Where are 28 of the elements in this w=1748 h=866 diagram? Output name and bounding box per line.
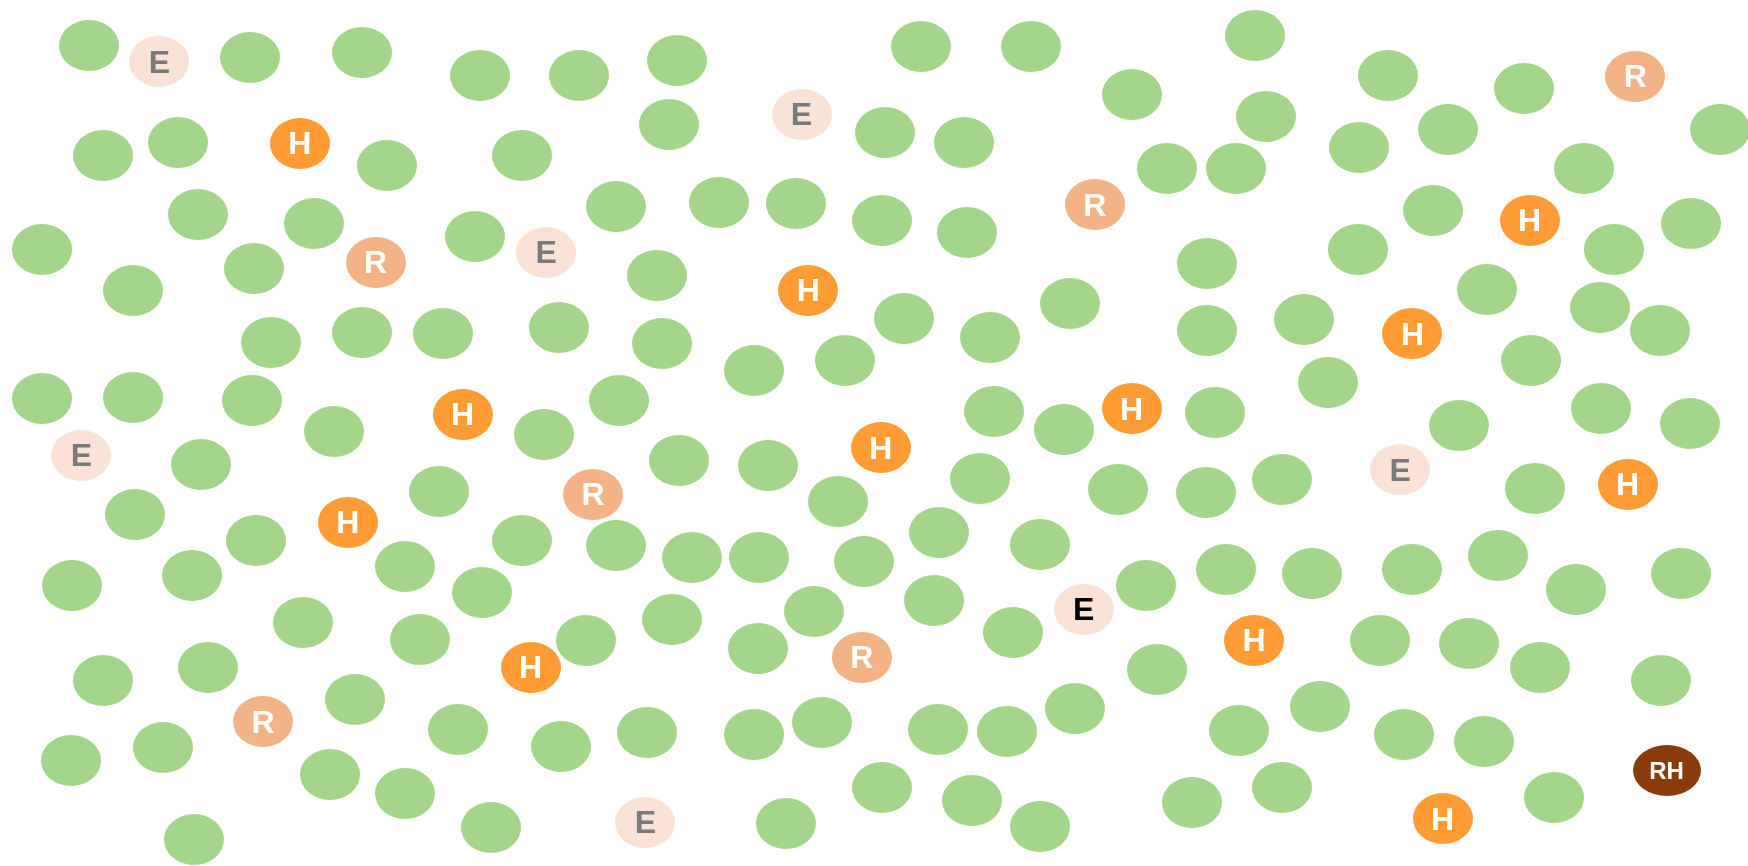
lettered-ellipse: R bbox=[1605, 50, 1666, 102]
lettered-ellipse: H bbox=[500, 641, 561, 693]
lettered-ellipse: E bbox=[771, 88, 832, 140]
lettered-ellipse: R bbox=[831, 631, 892, 683]
lettered-ellipse: H bbox=[269, 117, 330, 169]
dot-marker bbox=[783, 585, 844, 637]
lettered-ellipse: R bbox=[233, 696, 294, 748]
lettered-ellipse: E bbox=[615, 796, 676, 848]
lettered-ellipse: H bbox=[1224, 614, 1285, 666]
lettered-ellipse: R bbox=[1064, 179, 1125, 230]
lettered-ellipse: H bbox=[1499, 194, 1560, 246]
lettered-ellipse: H bbox=[432, 388, 493, 440]
lettered-ellipse: R bbox=[563, 468, 624, 520]
lettered-ellipse: H bbox=[1382, 308, 1443, 360]
lettered-ellipse: H bbox=[317, 496, 378, 548]
lettered-ellipse: H bbox=[850, 422, 911, 474]
lettered-ellipse: E bbox=[51, 429, 112, 481]
lettered-ellipse: H bbox=[1597, 458, 1658, 510]
lettered-ellipse: E bbox=[516, 226, 577, 278]
lettered-ellipse: E bbox=[1370, 444, 1431, 496]
lettered-ellipse: H bbox=[1101, 383, 1162, 434]
lettered-ellipse: E bbox=[1053, 583, 1114, 635]
lettered-ellipse: E bbox=[129, 36, 190, 88]
lettered-ellipse: R bbox=[345, 236, 406, 288]
lettered-ellipse: H bbox=[778, 264, 839, 316]
lettered-ellipse: H bbox=[1412, 793, 1473, 845]
dot-marker bbox=[728, 622, 789, 674]
lettered-ellipse: RH bbox=[1632, 745, 1701, 797]
